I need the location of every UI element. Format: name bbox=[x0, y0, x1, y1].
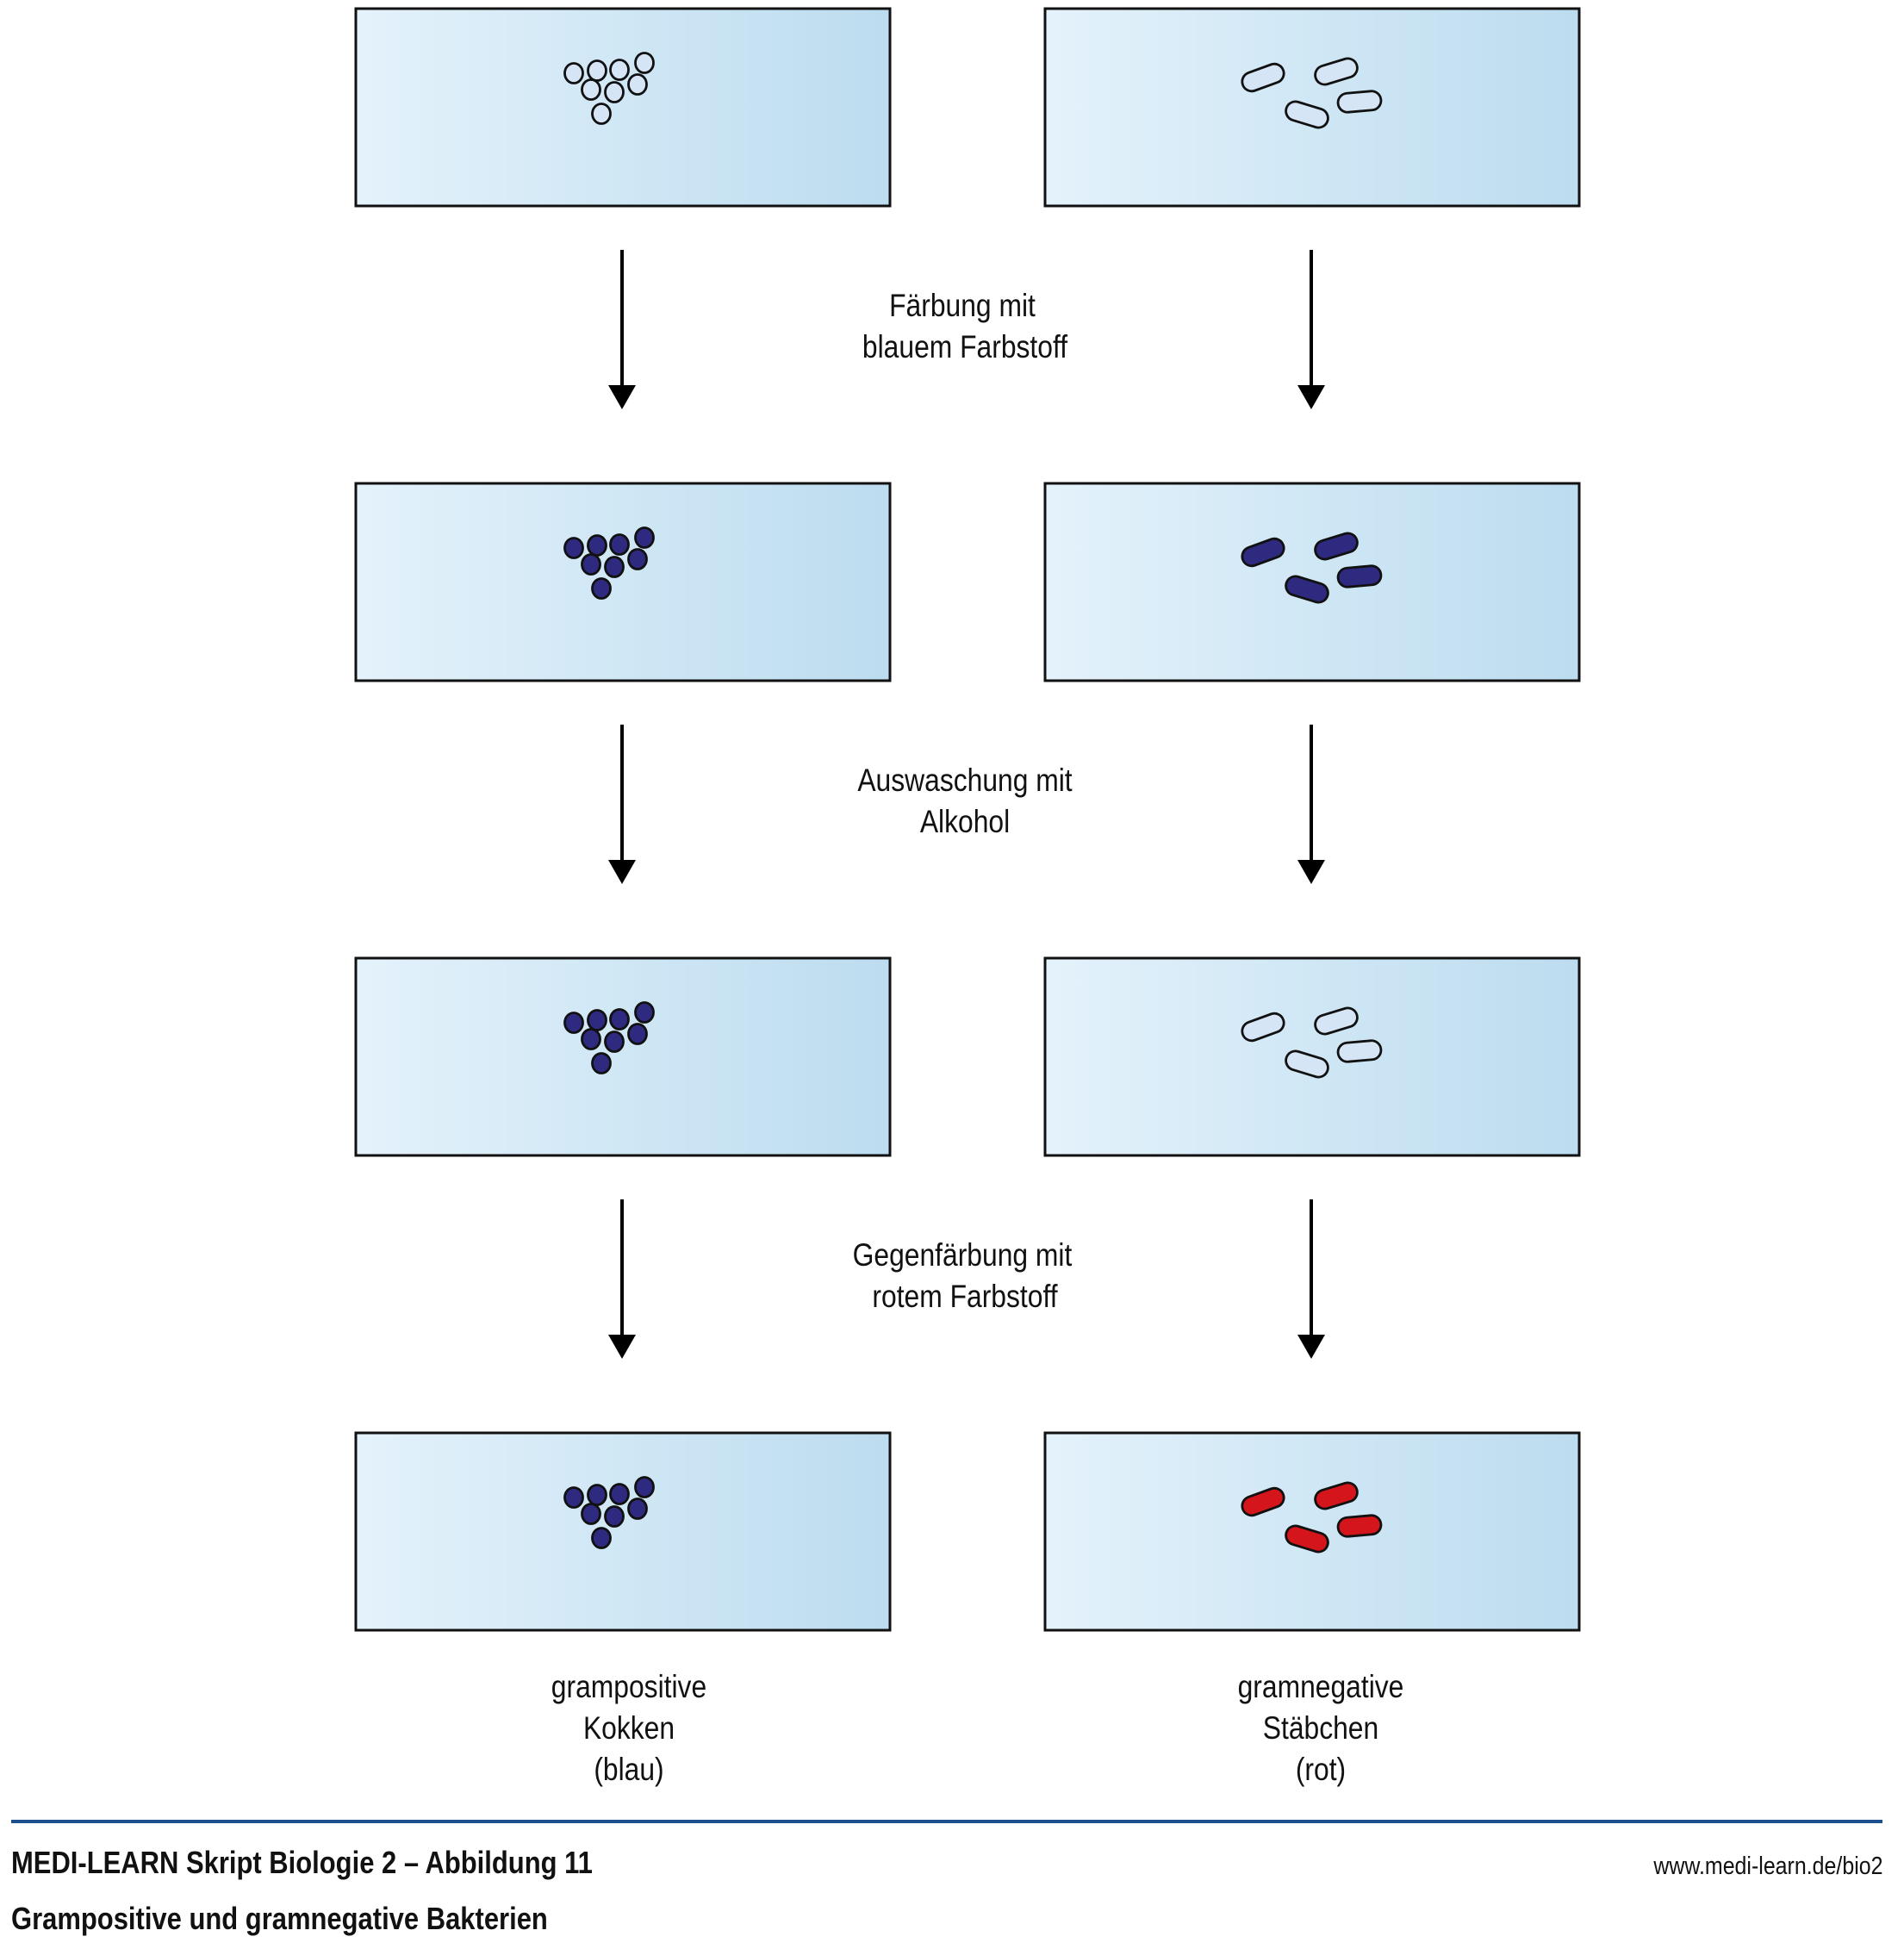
step-label-2-line-1: Auswaschung mit bbox=[857, 763, 1073, 799]
microscope-slide bbox=[354, 7, 892, 208]
step-label-1-line-1: Färbung mit bbox=[889, 289, 1036, 324]
step-label-3-line-1: Gegenfärbung mit bbox=[853, 1238, 1073, 1273]
arrow-down-icon bbox=[608, 250, 636, 409]
rod-unstained bbox=[1314, 1006, 1359, 1036]
rod-unstained bbox=[1241, 62, 1285, 93]
coccus-blue bbox=[563, 537, 584, 559]
slide-grampositive-stage-4 bbox=[354, 1431, 892, 1632]
step-label-3-line-2: rotem Farbstoff bbox=[872, 1280, 1057, 1315]
slide-grampositive-stage-2 bbox=[354, 482, 892, 682]
coccus-unstained bbox=[563, 62, 584, 84]
rod-blue bbox=[1241, 537, 1285, 568]
coccus-blue bbox=[591, 1052, 612, 1074]
coccus-blue bbox=[609, 533, 630, 556]
coccus-blue bbox=[563, 1486, 584, 1509]
coccus-blue bbox=[634, 1001, 655, 1024]
result-label-grampositive-line-2: Kokken bbox=[583, 1711, 675, 1747]
slide-gramnegative-stage-1 bbox=[1043, 7, 1581, 208]
step-label-1-line-2: blauem Farbstoff bbox=[862, 330, 1068, 365]
rod-unstained bbox=[1285, 1049, 1329, 1079]
coccus-blue bbox=[609, 1008, 630, 1031]
coccus-blue bbox=[591, 577, 612, 600]
rod-blue bbox=[1314, 532, 1359, 561]
coccus-unstained bbox=[627, 73, 648, 96]
coccus-blue bbox=[604, 556, 625, 578]
rod-red bbox=[1336, 1514, 1383, 1538]
coccus-blue bbox=[634, 1476, 655, 1498]
microscope-slide bbox=[354, 1431, 892, 1632]
figure-subtitle: Grampositive und gramnegative Bakterien bbox=[11, 1901, 548, 1936]
result-label-gramnegative-line-2: Stäbchen bbox=[1263, 1711, 1378, 1747]
result-label-gramnegative-line-1: gramnegative bbox=[1238, 1670, 1404, 1705]
slide-grampositive-stage-1 bbox=[354, 7, 892, 208]
coccus-blue bbox=[581, 1503, 601, 1525]
source-url: www.medi-learn.de/bio2 bbox=[1652, 1852, 1882, 1880]
coccus-blue bbox=[591, 1527, 612, 1549]
rod-unstained bbox=[1285, 100, 1329, 129]
coccus-blue bbox=[627, 1023, 648, 1045]
step-label-2-line-2: Alkohol bbox=[920, 805, 1010, 840]
coccus-blue bbox=[627, 548, 648, 570]
coccus-unstained bbox=[581, 78, 601, 101]
coccus-blue bbox=[609, 1483, 630, 1505]
coccus-unstained bbox=[587, 59, 607, 82]
slide-gramnegative-stage-4 bbox=[1043, 1431, 1581, 1632]
arrow-down-icon bbox=[1297, 250, 1325, 409]
result-label-grampositive-line-1: grampositive bbox=[551, 1670, 706, 1705]
coccus-unstained bbox=[634, 52, 655, 74]
rod-red bbox=[1314, 1481, 1359, 1510]
coccus-blue bbox=[563, 1012, 584, 1034]
rod-red bbox=[1285, 1524, 1329, 1554]
slide-gramnegative-stage-3 bbox=[1043, 956, 1581, 1157]
coccus-blue bbox=[581, 1028, 601, 1050]
coccus-unstained bbox=[604, 81, 625, 103]
microscope-slide bbox=[354, 482, 892, 682]
rod-blue bbox=[1336, 564, 1383, 588]
coccus-unstained bbox=[591, 103, 612, 125]
footer-rule bbox=[11, 1820, 1882, 1823]
coccus-blue bbox=[587, 1009, 607, 1031]
arrow-down-icon bbox=[1297, 1199, 1325, 1359]
microscope-slide bbox=[354, 956, 892, 1157]
coccus-blue bbox=[581, 553, 601, 576]
slide-grampositive-stage-3 bbox=[354, 956, 892, 1157]
rod-unstained bbox=[1336, 90, 1383, 114]
figure-title: MEDI-LEARN Skript Biologie 2 – Abbildung… bbox=[11, 1845, 593, 1880]
coccus-blue bbox=[634, 526, 655, 549]
rod-unstained bbox=[1336, 1039, 1383, 1063]
rod-unstained bbox=[1241, 1012, 1285, 1043]
coccus-blue bbox=[604, 1031, 625, 1053]
rod-blue bbox=[1285, 575, 1329, 604]
coccus-blue bbox=[627, 1498, 648, 1520]
arrow-down-icon bbox=[608, 725, 636, 884]
coccus-blue bbox=[587, 534, 607, 557]
coccus-unstained bbox=[609, 59, 630, 81]
rod-red bbox=[1241, 1486, 1285, 1517]
slide-gramnegative-stage-2 bbox=[1043, 482, 1581, 682]
result-label-gramnegative-line-3: (rot) bbox=[1296, 1753, 1346, 1788]
result-label-grampositive-line-3: (blau) bbox=[594, 1753, 663, 1788]
coccus-blue bbox=[604, 1505, 625, 1528]
arrow-down-icon bbox=[608, 1199, 636, 1359]
coccus-blue bbox=[587, 1484, 607, 1506]
rod-unstained bbox=[1314, 57, 1359, 86]
arrow-down-icon bbox=[1297, 725, 1325, 884]
